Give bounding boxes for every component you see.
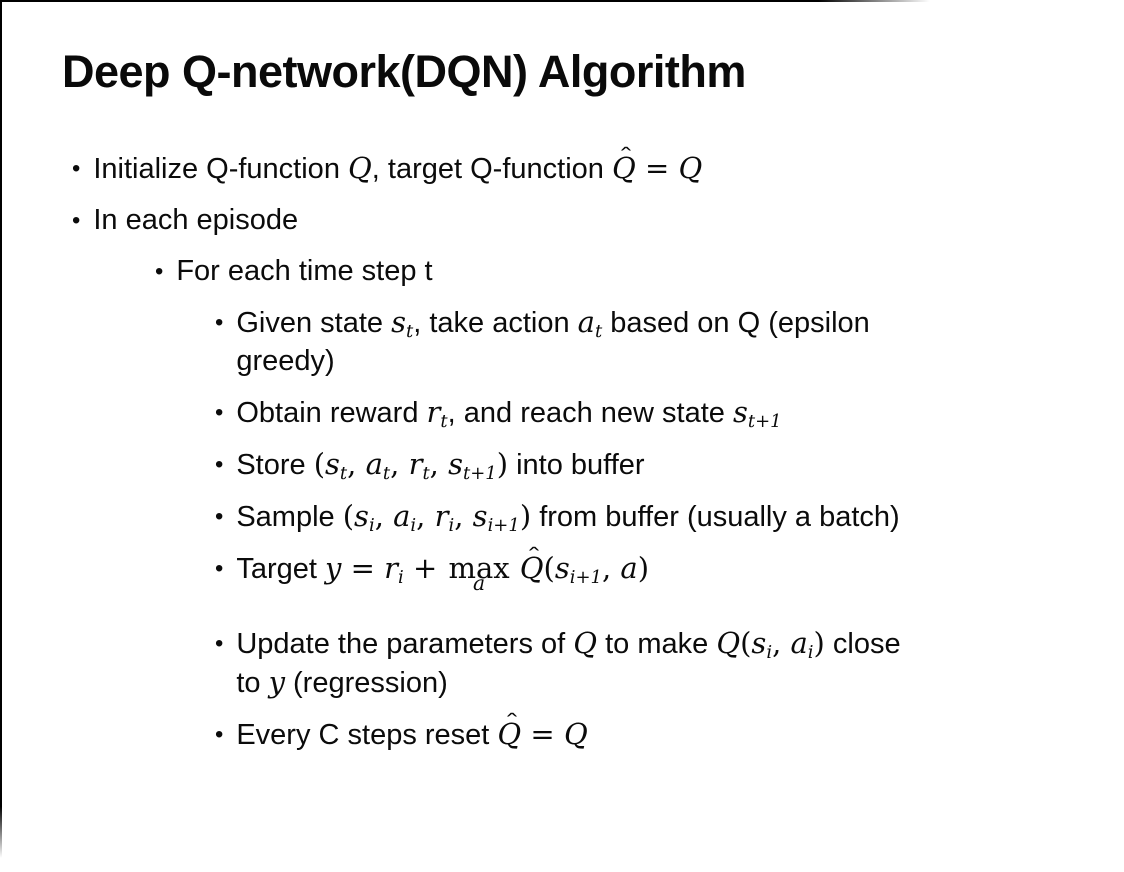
bullet-text: Obtain reward rt, and reach new state st… — [236, 395, 782, 433]
hat-accent: ˆ — [503, 710, 520, 735]
bullet-marker: • — [215, 309, 224, 337]
bullet-item: • Initialize Q-function Q, target Q-funct… — [0, 144, 1098, 189]
bullet-item: • Given state st, take action at based on… — [0, 304, 1098, 381]
bullet-marker: • — [72, 206, 81, 234]
bullet-marker: • — [155, 258, 164, 286]
bullet-text: Update the parameters of Q to make Q(si,… — [236, 625, 901, 699]
hat-accent: ˆ — [618, 144, 635, 169]
hat-accent: ˆ — [525, 544, 543, 569]
bullet-item: • Obtain reward rt, and reach new state s… — [0, 394, 1098, 433]
slide-top-edge-line — [0, 0, 930, 2]
bullet-text: Store (st, at, rt, st+1) into buffer — [236, 447, 645, 485]
bullet-text: Sample (si, ai, ri, si+1) from buffer (u… — [236, 499, 900, 537]
bullet-marker: • — [72, 155, 81, 182]
bullet-list: • Initialize Q-function Q, target Q-funct… — [0, 144, 1124, 768]
bullet-text: For each time step t — [176, 255, 433, 288]
bullet-marker: • — [215, 399, 224, 427]
bullet-text: In each episode — [93, 203, 299, 236]
bullet-item: • Sample (si, ai, ri, si+1) from buffer (… — [0, 498, 1098, 537]
bullet-item: • Update the parameters of Q to make Q(si… — [0, 625, 1098, 703]
bullet-marker: • — [215, 720, 224, 748]
bullet-marker: • — [215, 451, 224, 479]
bullet-marker: • — [215, 629, 224, 657]
bullet-marker: • — [215, 555, 224, 582]
bullet-item: • In each episode — [0, 202, 1098, 240]
bullet-text: Given state st, take action at based on … — [236, 305, 870, 378]
bullet-item: • For each time step t — [0, 253, 1098, 291]
bullet-text: Initialize Q-function Q, target Q-functi… — [93, 144, 703, 185]
slide-left-edge-line — [0, 0, 2, 858]
bullet-marker: • — [215, 503, 224, 531]
bullet-item: • Store (st, at, rt, st+1) into buffer — [0, 446, 1098, 485]
slide-title: Deep Q-network(DQN) Algorithm — [62, 46, 746, 97]
